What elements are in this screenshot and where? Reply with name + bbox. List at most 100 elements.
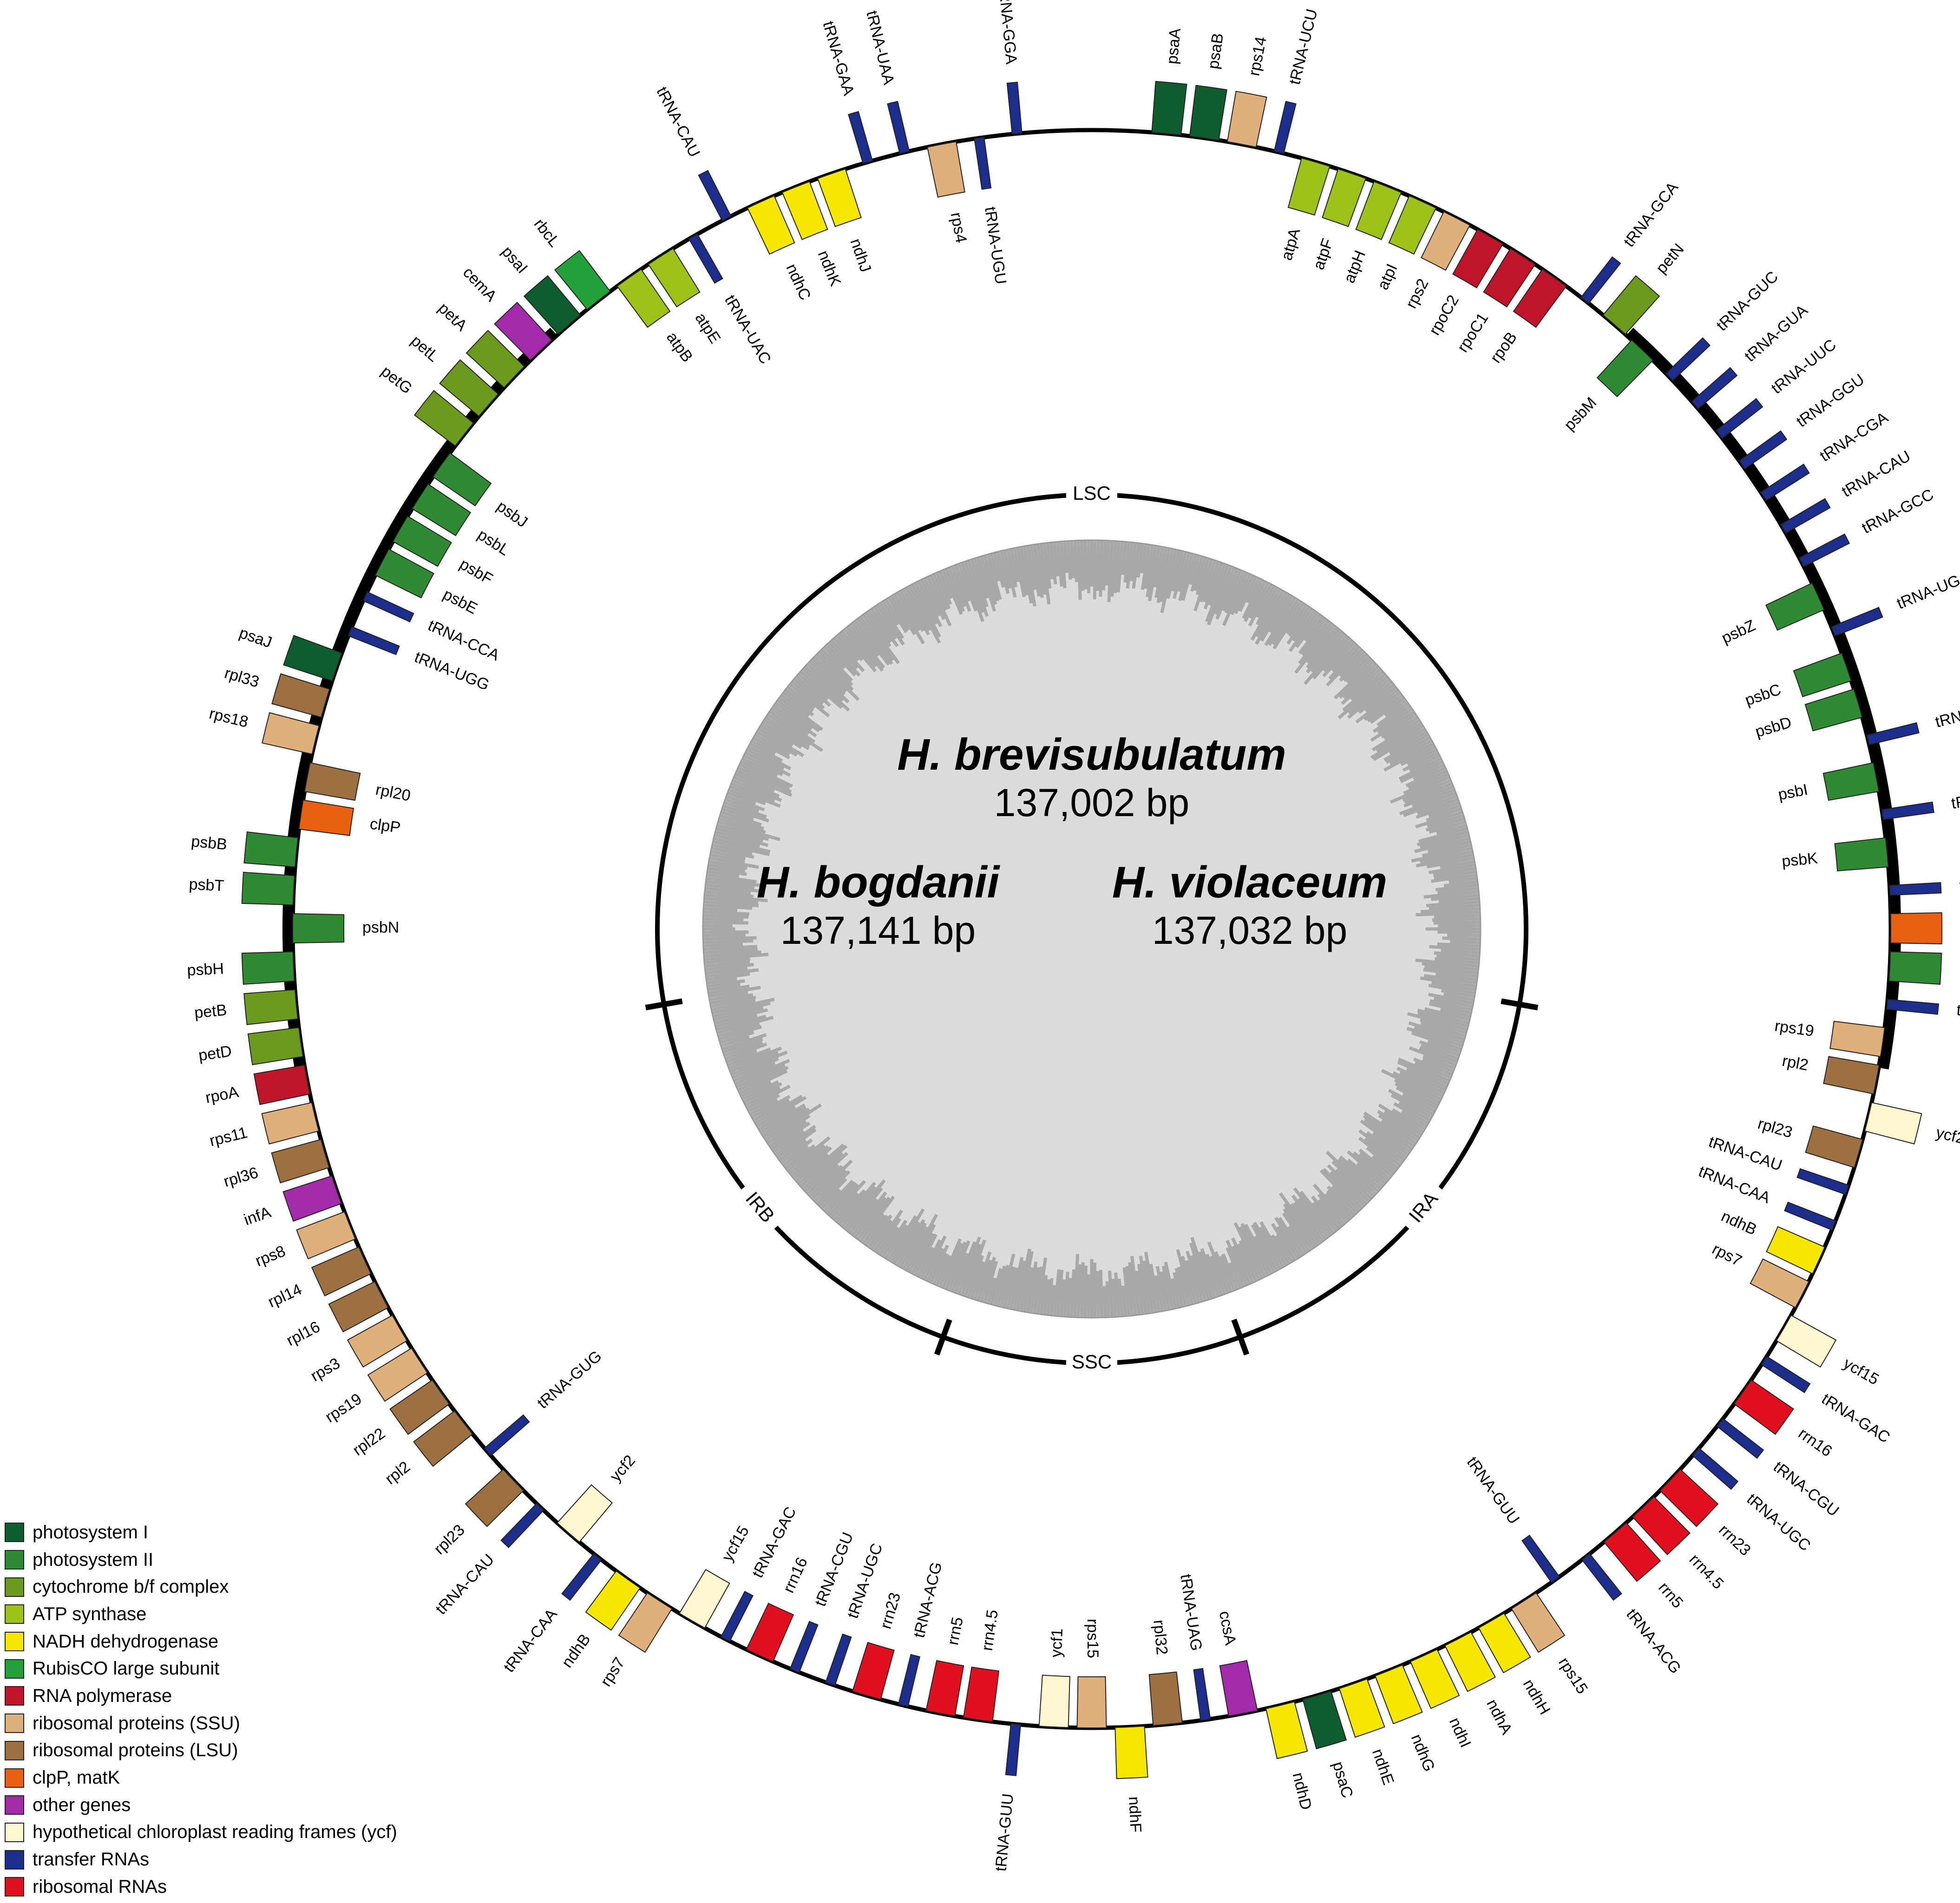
gene-rpoa: rpoA xyxy=(204,1065,311,1107)
gene-rrn5: rrn5 xyxy=(925,1615,967,1717)
gene-ycf1: ycf1 xyxy=(1038,1628,1070,1728)
legend-swatch xyxy=(5,1523,24,1543)
gene-trna-gug: tRNA-GUG xyxy=(484,1347,605,1457)
gene-label: tRNA-CAA xyxy=(500,1605,561,1675)
gene-label: rrn4.5 xyxy=(1686,1550,1727,1592)
gene-trna-uuu: tRNA-UUU xyxy=(1889,873,1960,896)
gene-ycf2: ycf2 xyxy=(557,1452,639,1543)
gene-block xyxy=(1659,1468,1719,1527)
legend-item-photosystem-i: photosystem I xyxy=(5,1519,397,1546)
legend-item-photosystem-ii: photosystem II xyxy=(5,1546,397,1574)
gene-block xyxy=(243,831,299,868)
gene-psbh: psbH xyxy=(187,951,295,985)
legend-label: other genes xyxy=(33,1794,131,1815)
gene-label: rps3 xyxy=(308,1354,343,1385)
gene-block xyxy=(1822,762,1880,801)
gene-block xyxy=(720,1590,754,1642)
gene-psbm: psbM xyxy=(1560,339,1654,434)
gene-label: rrn23 xyxy=(877,1590,904,1631)
gene-label: rbcL xyxy=(531,216,564,250)
gene-block xyxy=(817,168,862,227)
gene-block xyxy=(292,913,345,944)
gene-label: rps8 xyxy=(253,1242,288,1270)
gene-clpp: clpP xyxy=(298,799,402,837)
gene-block xyxy=(616,268,671,328)
gene-label: tRNA-ACG xyxy=(910,1560,945,1640)
gene-block xyxy=(298,799,354,836)
gene-block xyxy=(262,712,320,755)
gene-block xyxy=(1692,1447,1739,1490)
gene-block xyxy=(1151,81,1187,136)
gene-block xyxy=(1483,248,1536,307)
gene-label: tRNA-GUU xyxy=(1463,1453,1523,1527)
gene-rps15: rps15 xyxy=(1076,1619,1107,1728)
gene-block xyxy=(1784,1202,1836,1231)
gene-label: rpl33 xyxy=(223,664,261,691)
gene-block xyxy=(1823,1056,1880,1095)
gene-trna-caa: tRNA-CAA xyxy=(1696,1163,1836,1231)
gene-label: atpH xyxy=(1340,248,1369,286)
gene-label: psbH xyxy=(187,960,224,980)
gene-block xyxy=(1881,801,1934,820)
gene-block xyxy=(698,170,732,222)
gene-block xyxy=(271,673,330,718)
gene-block xyxy=(561,1553,602,1601)
gene-label: tRNA-GGU xyxy=(1793,371,1868,431)
legend-item-rna-polymerase: RNA polymerase xyxy=(5,1682,397,1710)
gene-block xyxy=(1830,607,1883,637)
gene-block xyxy=(1596,339,1654,398)
gene-block xyxy=(362,591,414,622)
gene-block xyxy=(1866,722,1920,746)
gene-block xyxy=(1804,688,1863,732)
gene-label: rpoB xyxy=(1487,329,1521,366)
gene-psab: psaB xyxy=(1189,32,1227,141)
gene-block xyxy=(963,1666,1000,1722)
gene-label: tRNA-GCU xyxy=(1934,695,1960,731)
gene-block xyxy=(413,1410,473,1467)
gene-block xyxy=(1733,1379,1794,1435)
gene-block xyxy=(1829,1020,1885,1057)
legend-item-ribosomal-rnas: ribosomal RNAs xyxy=(5,1873,397,1901)
gene-label: ndhI xyxy=(1446,1715,1475,1750)
legend-label: NADH dehydrogenase xyxy=(33,1631,219,1652)
gene-label: atpE xyxy=(692,310,724,347)
gene-label: ndhE xyxy=(1369,1746,1397,1787)
gene-label: rps7 xyxy=(597,1654,629,1689)
gene-block xyxy=(523,275,581,335)
gene-trna-ucu: tRNA-UCU xyxy=(1273,7,1321,154)
gene-rps14: rps14 xyxy=(1226,35,1270,148)
gene-block xyxy=(1355,181,1402,240)
gene-label: rpl2 xyxy=(1781,1052,1810,1074)
gene-petn: petN xyxy=(1602,240,1688,335)
legend-item-rubisco-large-subunit: RubisCO large subunit xyxy=(5,1655,397,1682)
gene-block xyxy=(848,111,873,164)
gene-label: tRNA-CGU xyxy=(1770,1458,1842,1520)
gene-petd: petD xyxy=(197,1027,304,1066)
gene-block xyxy=(926,141,965,198)
legend-swatch xyxy=(5,1577,24,1597)
gene-block xyxy=(1602,275,1660,335)
gene-trna-uag: tRNA-UAG xyxy=(1177,1573,1211,1721)
gene-label: tRNA-UAC xyxy=(721,292,774,367)
gene-label: rps14 xyxy=(1245,35,1270,78)
gene-label: ndhJ xyxy=(847,236,875,275)
gene-label: ycf1 xyxy=(1047,1628,1066,1658)
gene-block xyxy=(465,330,525,388)
gene-label: petG xyxy=(378,362,415,397)
gene-block xyxy=(439,359,499,417)
region-label-bg xyxy=(1066,481,1117,509)
gene-block xyxy=(1665,337,1711,381)
gene-block xyxy=(1374,1664,1423,1725)
gene-label: tRNA-UGU xyxy=(981,206,1009,286)
gene-label: petD xyxy=(197,1042,233,1065)
gene-label: infA xyxy=(242,1203,273,1229)
gene-psaa: psaA xyxy=(1151,27,1187,136)
gene-label: tRNA-CAU xyxy=(653,84,703,160)
gene-label: rps7 xyxy=(1709,1240,1744,1270)
region-label-bg xyxy=(1066,1349,1117,1377)
gene-label: psbK xyxy=(1781,849,1819,870)
legend-label: photosystem II xyxy=(33,1549,154,1570)
gene-block xyxy=(1776,1314,1837,1368)
legend-swatch xyxy=(5,1822,24,1842)
